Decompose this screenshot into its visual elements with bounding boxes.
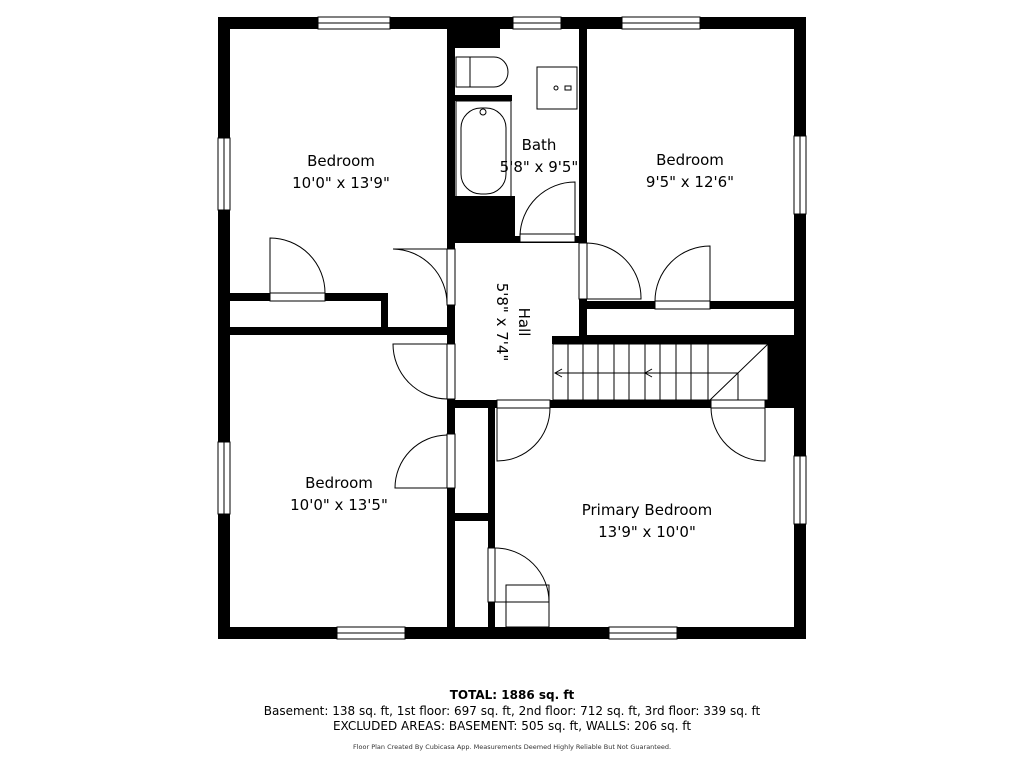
room-labels: Bedroom 10'0" x 13'9" Bath 5'8" x 9'5" B… (290, 136, 734, 541)
bath-fixtures (455, 56, 578, 198)
door-swings (269, 181, 766, 628)
room-dims: 9'5" x 12'6" (646, 173, 734, 191)
door-openings (269, 233, 766, 603)
walls (218, 17, 806, 639)
room-dims: 5'8" x 7'4" (493, 283, 511, 362)
toilet-tank-icon (455, 56, 471, 88)
credit-note: Floor Plan Created By Cubicasa App. Meas… (352, 743, 672, 751)
stairs (552, 343, 769, 401)
room-name: Bedroom (307, 152, 375, 170)
room-name: Hall (515, 308, 533, 337)
room-name: Bath (522, 136, 557, 154)
room-name: Primary Bedroom (582, 501, 713, 519)
room-name: Bedroom (305, 474, 373, 492)
windows (217, 16, 807, 640)
room-name: Bedroom (656, 151, 724, 169)
bathtub-icon (455, 100, 512, 198)
room-dims: 5'8" x 9'5" (500, 158, 579, 176)
total-area: TOTAL: 1886 sq. ft (449, 688, 575, 702)
sink-icon (536, 66, 578, 110)
toilet-bowl-icon (470, 56, 509, 88)
excluded-areas: EXCLUDED AREAS: BASEMENT: 505 sq. ft, WA… (332, 719, 692, 733)
floor-areas: Basement: 138 sq. ft, 1st floor: 697 sq.… (263, 704, 761, 718)
room-dims: 10'0" x 13'5" (290, 496, 388, 514)
room-dims: 10'0" x 13'9" (292, 174, 390, 192)
room-dims: 13'9" x 10'0" (598, 523, 696, 541)
